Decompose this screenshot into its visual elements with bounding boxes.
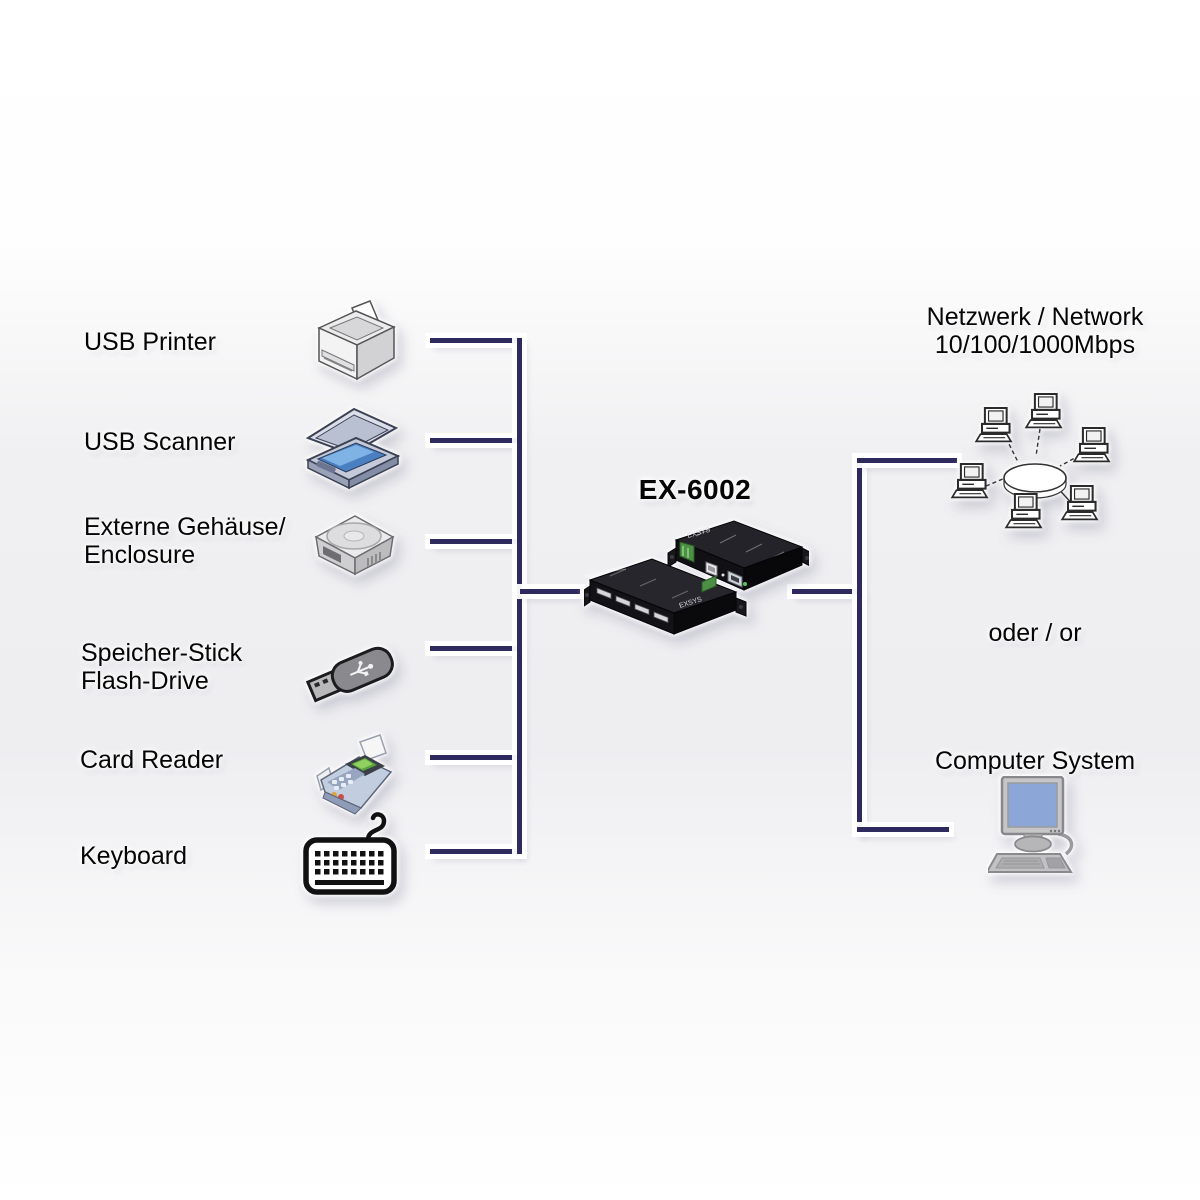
connector-keyboard-line [430, 849, 520, 854]
label-usb-printer: USB Printer [84, 328, 216, 356]
connector-flash-drive-line [430, 646, 520, 651]
card-reader-icon [316, 734, 393, 815]
connector-enclosure-line [430, 539, 520, 544]
label-enclosure: Externe Gehäuse/ Enclosure [84, 513, 286, 569]
bus-to-device-line [520, 589, 580, 594]
label-usb-scanner: USB Scanner [84, 428, 236, 456]
label-or: oder / or [988, 619, 1082, 647]
device-model-title: EX-6002 [638, 474, 752, 505]
desktop-computer-icon [988, 776, 1074, 873]
connector-printer-line [430, 338, 520, 343]
right-bracket-line [857, 458, 862, 832]
network-cluster-icon [951, 392, 1111, 529]
label-network: Netzwerk / Network 10/100/1000Mbps [926, 303, 1144, 359]
usb-device-server-icon: EXSYS EXSYS [584, 520, 809, 635]
hdd-enclosure-icon [314, 515, 395, 576]
connector-scanner-line [430, 438, 520, 443]
device-to-bracket-line [792, 589, 862, 594]
label-keyboard: Keyboard [80, 842, 188, 870]
keyboard-icon [303, 812, 397, 895]
label-computer-system: Computer System [934, 747, 1136, 775]
label-flash-drive: Speicher-Stick Flash-Drive [81, 639, 243, 695]
scanner-icon [305, 407, 401, 490]
printer-icon [317, 300, 396, 381]
bracket-to-computer-line [857, 827, 949, 832]
label-card-reader: Card Reader [80, 746, 224, 774]
usb-flash-drive-icon [305, 646, 394, 703]
bracket-to-network-line [857, 458, 957, 463]
left-bus-line [517, 338, 522, 854]
connector-card-reader-line [430, 755, 520, 760]
